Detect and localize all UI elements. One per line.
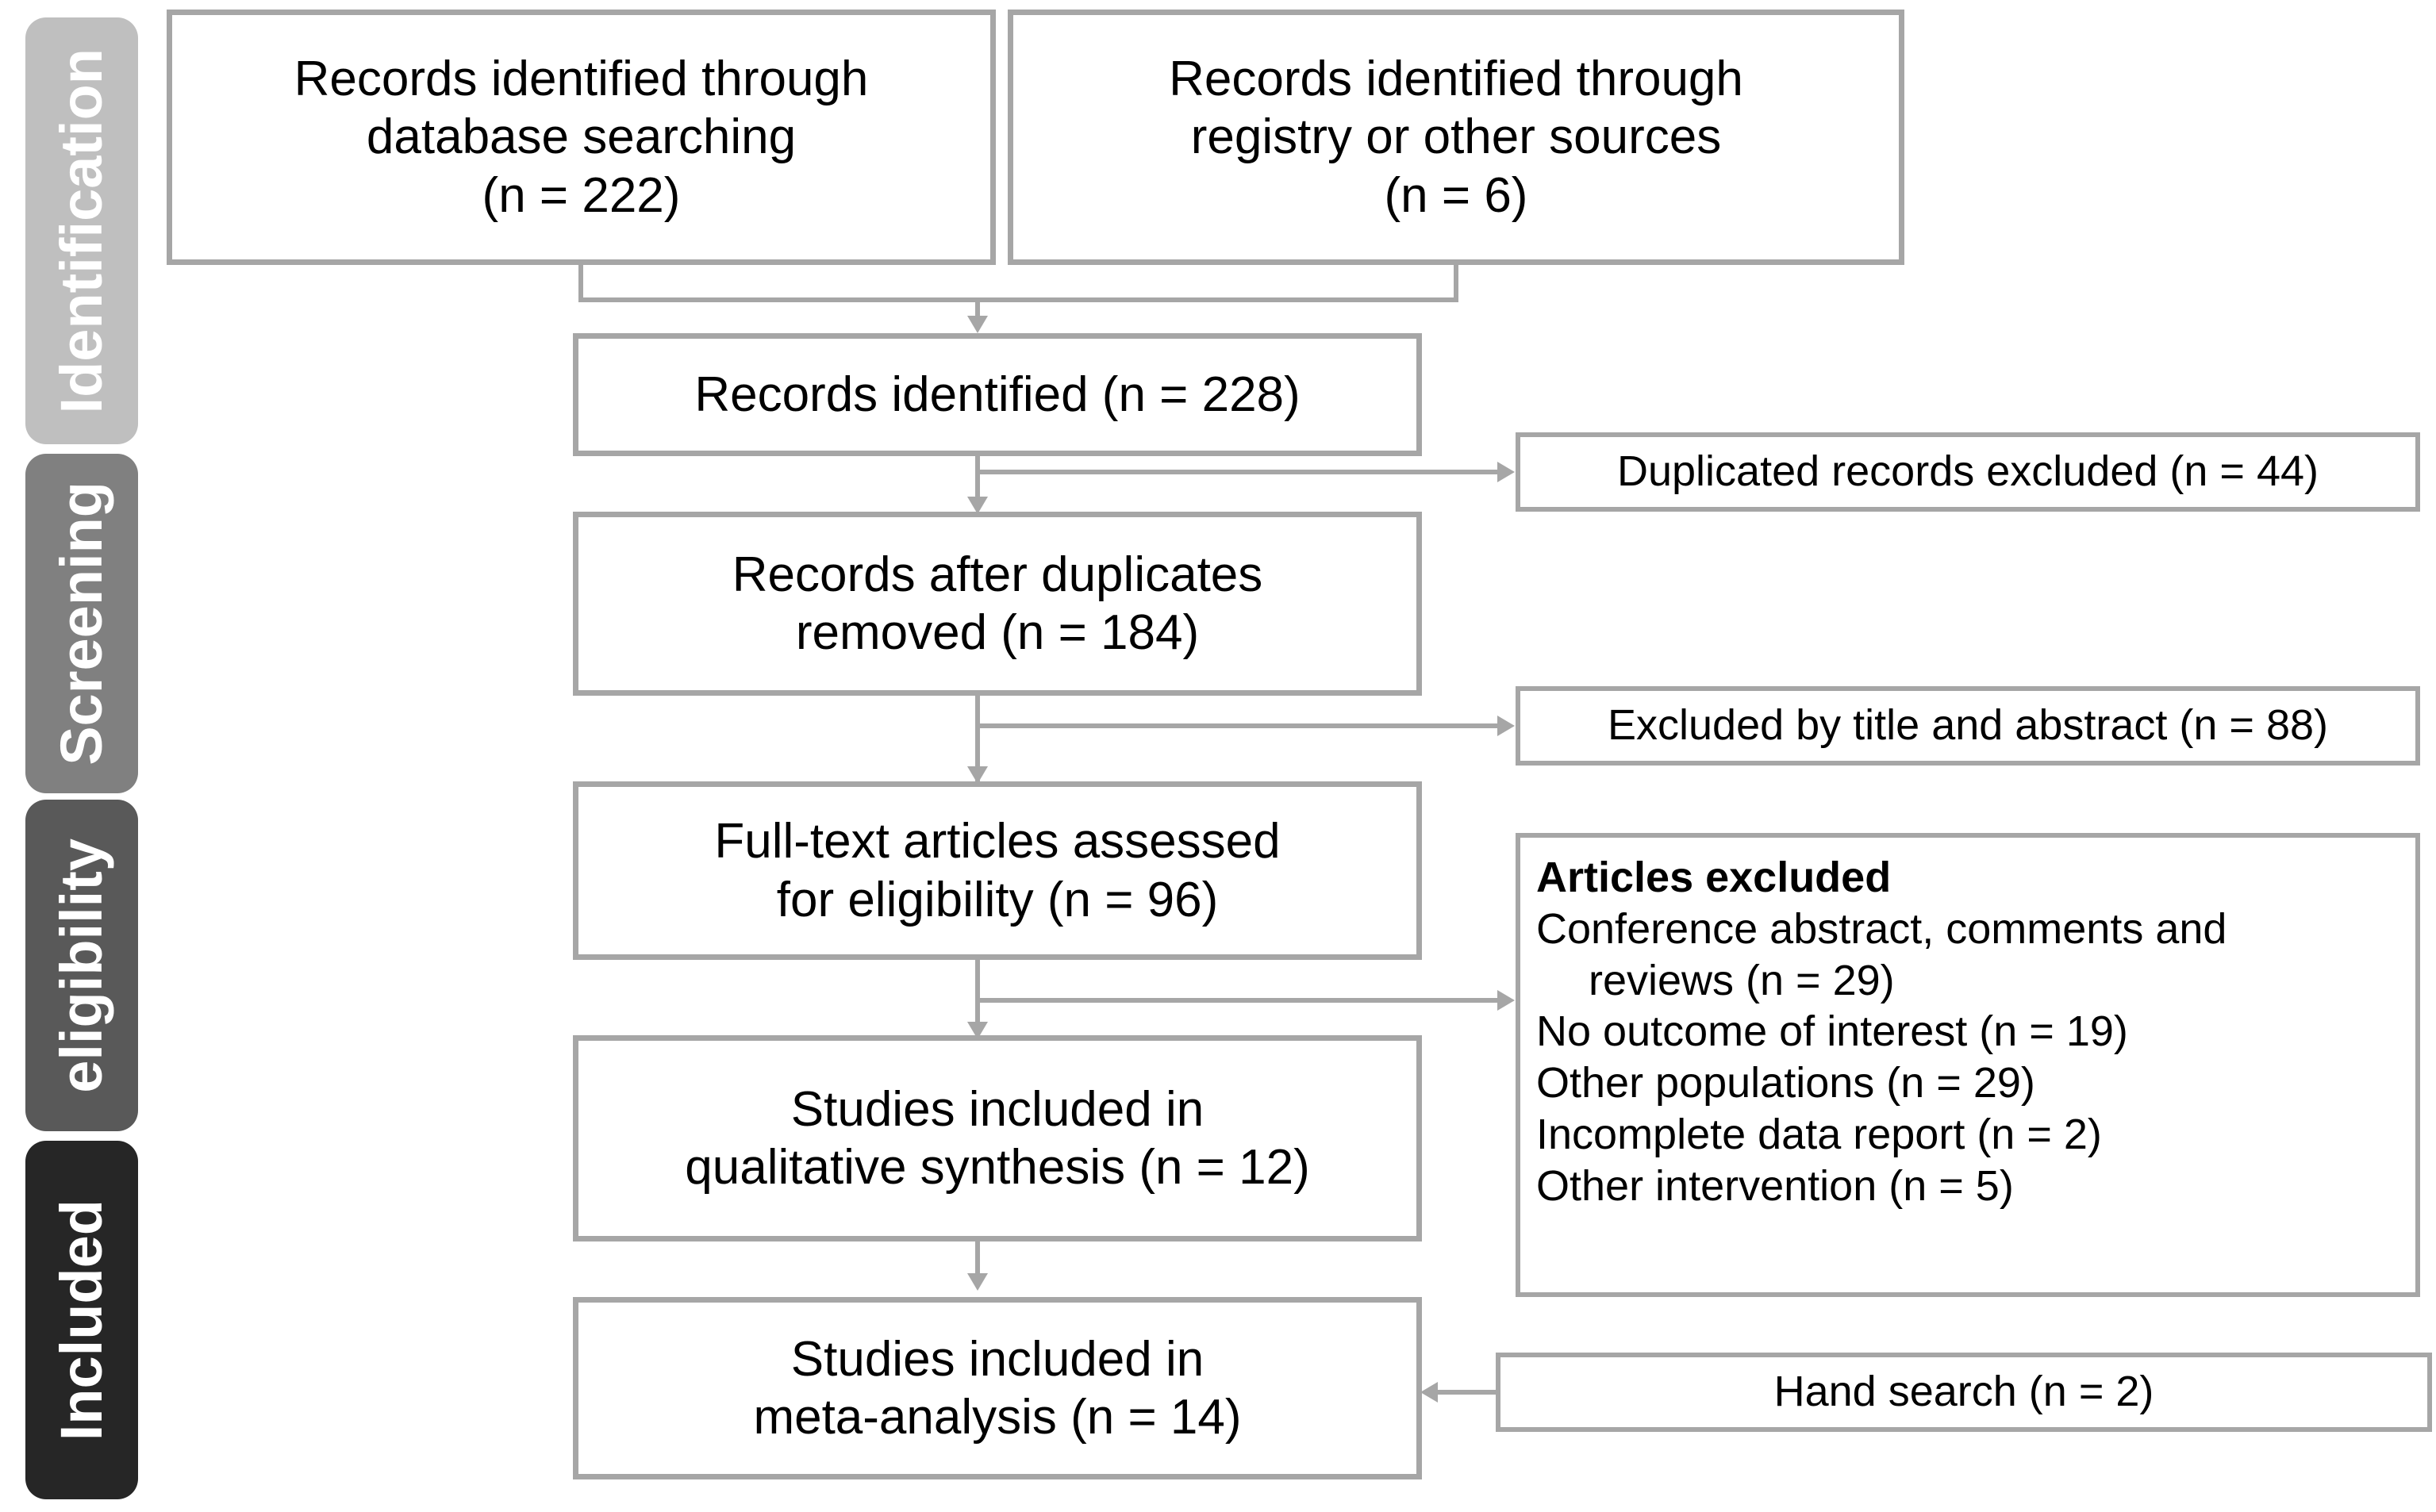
arrow-into-articles-excluded [1497, 990, 1515, 1011]
articles-excluded-reason-4: Other intervention (n = 5) [1536, 1161, 2014, 1210]
after-duplicates-line2: removed (n = 184) [795, 605, 1200, 660]
connector-branch-duplicates [978, 470, 1497, 474]
phase-label-included: Included [48, 1199, 114, 1441]
database-search-line2: database searching [366, 109, 797, 165]
registry-search-line2: registry or other sources [1190, 109, 1722, 165]
duplicates-excluded-text: Duplicated records excluded (n = 44) [1617, 447, 2319, 496]
box-meta-analysis: Studies included in meta-analysis (n = 1… [573, 1297, 1422, 1479]
box-articles-excluded: Articles excluded Conference abstract, c… [1516, 833, 2420, 1297]
phase-bar-included: Included [25, 1141, 138, 1499]
arrow-into-records-identified [967, 316, 988, 333]
articles-excluded-reason-3: Incomplete data report (n = 2) [1536, 1110, 2102, 1158]
fulltext-assessed-line1: Full-text articles assessed [714, 814, 1281, 869]
box-duplicates-excluded: Duplicated records excluded (n = 44) [1516, 432, 2420, 512]
hand-search-text: Hand search (n = 2) [1773, 1368, 2154, 1416]
phase-bar-identification: Identification [25, 17, 138, 444]
qualitative-synthesis-line2: qualitative synthesis (n = 12) [685, 1140, 1310, 1195]
connector-records-identified-down [975, 456, 980, 510]
fulltext-assessed-line2: for eligibility (n = 96) [776, 872, 1219, 927]
connector-qualitative-down [975, 1241, 980, 1280]
database-search-line1: Records identified through [294, 52, 869, 107]
connector-bracket-stem [975, 297, 980, 329]
arrow-into-meta-analysis-from-hand-search [1420, 1382, 1438, 1403]
phase-bar-screening: Screening [25, 454, 138, 793]
articles-excluded-title: Articles excluded [1536, 854, 1892, 901]
articles-excluded-reason-1: No outcome of interest (n = 19) [1536, 1007, 2128, 1056]
box-database-search: Records identified through database sear… [167, 10, 996, 265]
qualitative-synthesis-line1: Studies included in [790, 1081, 1205, 1137]
articles-excluded-reason-0: Conference abstract, comments and [1536, 904, 2227, 953]
arrow-into-meta-analysis [967, 1273, 988, 1291]
phase-label-eligibility: eligibility [48, 838, 114, 1093]
box-after-duplicates: Records after duplicates removed (n = 18… [573, 512, 1422, 696]
arrow-into-fulltext-assessed [967, 766, 988, 784]
box-fulltext-assessed: Full-text articles assessed for eligibil… [573, 781, 1422, 960]
registry-search-line1: Records identified through [1169, 52, 1743, 107]
articles-excluded-reason-0-cont: reviews (n = 29) [1589, 956, 1895, 1004]
meta-analysis-line2: meta-analysis (n = 14) [753, 1390, 1242, 1445]
connector-bracket-horizontal [578, 297, 1458, 302]
box-excluded-title-abstract: Excluded by title and abstract (n = 88) [1516, 686, 2420, 766]
arrow-into-duplicates-excluded [1497, 462, 1515, 482]
box-hand-search: Hand search (n = 2) [1496, 1353, 2432, 1432]
database-search-count: (n = 222) [482, 167, 681, 223]
connector-after-duplicates-down [975, 696, 980, 781]
registry-search-count: (n = 6) [1384, 167, 1528, 223]
connector-hand-search [1438, 1390, 1497, 1395]
connector-database-down [578, 265, 583, 300]
connector-registry-down [1454, 265, 1458, 300]
meta-analysis-line1: Studies included in [790, 1331, 1205, 1387]
phase-bar-eligibility: eligibility [25, 800, 138, 1131]
arrow-into-excluded-title-abstract [1497, 716, 1515, 736]
box-registry-search: Records identified through registry or o… [1008, 10, 1904, 265]
box-qualitative-synthesis: Studies included in qualitative synthesi… [573, 1035, 1422, 1241]
arrow-into-qualitative-synthesis [967, 1022, 988, 1039]
connector-branch-articles-excluded [978, 998, 1497, 1003]
after-duplicates-line1: Records after duplicates [732, 547, 1263, 602]
connector-branch-title-abstract [978, 723, 1497, 728]
phase-label-identification: Identification [48, 48, 114, 414]
arrow-into-after-duplicates [967, 497, 988, 514]
articles-excluded-reason-2: Other populations (n = 29) [1536, 1059, 2035, 1107]
phase-label-screening: Screening [48, 482, 114, 766]
excluded-title-abstract-text: Excluded by title and abstract (n = 88) [1607, 701, 2328, 750]
box-records-identified: Records identified (n = 228) [573, 333, 1422, 456]
records-identified-text: Records identified (n = 228) [694, 366, 1301, 422]
